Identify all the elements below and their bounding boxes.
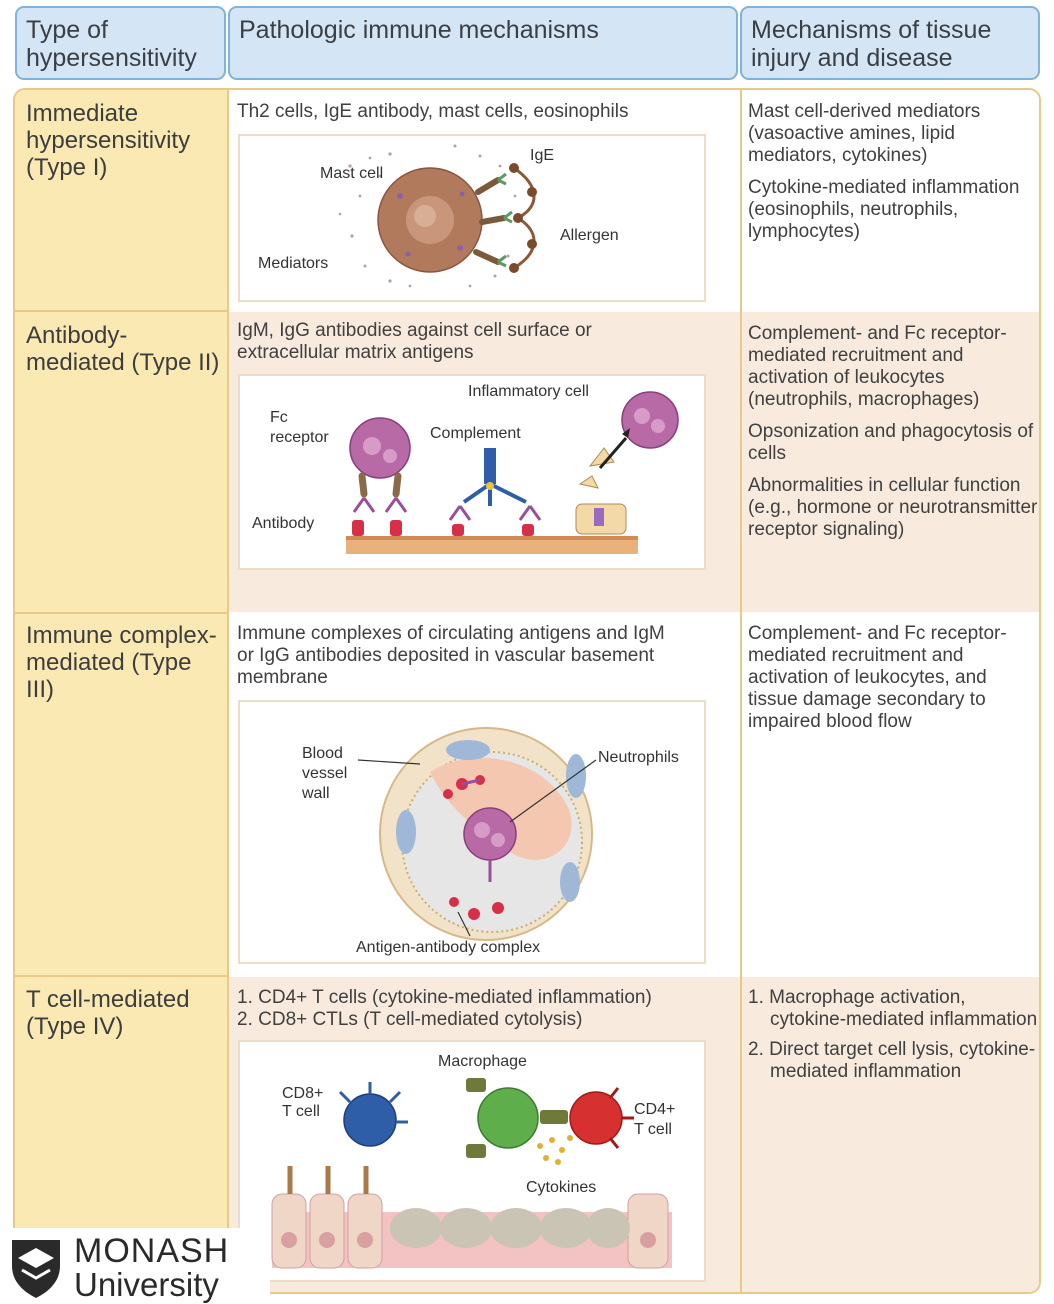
cd4-t-cell bbox=[569, 1091, 623, 1145]
header-injury-label: Mechanisms of tissue injury and disease bbox=[751, 16, 992, 72]
type-i-illustration: Mast cell IgE Allergen Mediators bbox=[238, 134, 706, 302]
type-iv-name: T cell-mediated (Type IV) bbox=[26, 986, 190, 1040]
injury-item: 1. Macrophage activation, cytokine-media… bbox=[748, 987, 1038, 1030]
label-mediators: Mediators bbox=[258, 255, 328, 272]
monash-shield-icon bbox=[12, 1240, 60, 1298]
type-iv-illustration: Macrophage CD8+ T cell CD4+ T cell Cytok… bbox=[238, 1040, 706, 1282]
label-macrophage: Macrophage bbox=[438, 1053, 527, 1070]
label-complement: Complement bbox=[430, 425, 521, 442]
label-inflammatory-cell: Inflammatory cell bbox=[468, 383, 589, 400]
header-mechanisms-label: Pathologic immune mechanisms bbox=[239, 16, 599, 44]
injury-item: Complement- and Fc receptor-mediated rec… bbox=[748, 623, 1007, 732]
header-type-label: Type of hypersensitivity bbox=[26, 16, 197, 72]
label-wall: wall bbox=[301, 785, 330, 802]
label-antibody: Antibody bbox=[252, 515, 314, 532]
type-i-name: Immediate hypersensitivity (Type I) bbox=[26, 100, 191, 181]
type-iii-illustration: Blood vessel wall Neutrophils Antigen-an… bbox=[238, 700, 706, 964]
complement bbox=[484, 448, 496, 484]
column-divider bbox=[740, 90, 742, 1292]
neutrophil bbox=[463, 807, 517, 861]
injury-item: Cytokine-mediated inflammation (eosinoph… bbox=[748, 177, 1020, 242]
monash-logo: MONASH University bbox=[0, 1228, 270, 1304]
mechanism-item: 2. CD8+ CTLs (T cell-mediated cytolysis) bbox=[237, 1009, 583, 1030]
type-ii-injury: Complement- and Fc receptor-mediated rec… bbox=[748, 323, 1038, 551]
type-ii-illustration: Fc receptor Complement Inflammatory cell… bbox=[238, 374, 706, 570]
label-fc: Fc bbox=[270, 409, 288, 426]
injury-item: Abnormalities in cellular function (e.g.… bbox=[748, 475, 1038, 540]
type-iii-injury: Complement- and Fc receptor-mediated rec… bbox=[748, 623, 1038, 743]
injury-item: 2. Direct target cell lysis, cytokine-me… bbox=[748, 1039, 1036, 1082]
hypersensitivity-table: Immediate hypersensitivity (Type I) Anti… bbox=[13, 88, 1041, 1294]
label-allergen: Allergen bbox=[560, 227, 619, 244]
row-divider bbox=[15, 310, 227, 312]
header-type: Type of hypersensitivity bbox=[15, 6, 226, 80]
label-ige: IgE bbox=[530, 147, 554, 164]
header-mechanisms: Pathologic immune mechanisms bbox=[228, 6, 738, 80]
type-ii-name: Antibody-mediated (Type II) bbox=[26, 322, 220, 376]
label-mast-cell: Mast cell bbox=[320, 165, 383, 182]
header-injury: Mechanisms of tissue injury and disease bbox=[740, 6, 1040, 80]
label-neutrophils: Neutrophils bbox=[598, 749, 679, 766]
type-i-injury: Mast cell-derived mediators (vasoactive … bbox=[748, 101, 1038, 253]
type-iv-mechanism: 1. CD4+ T cells (cytokine-mediated infla… bbox=[237, 987, 737, 1031]
cd8-t-cell bbox=[343, 1093, 397, 1147]
type-iii-mechanism: Immune complexes of circulating antigens… bbox=[237, 623, 665, 688]
mechanism-item: 1. CD4+ T cells (cytokine-mediated infla… bbox=[237, 987, 652, 1008]
label-cytokines: Cytokines bbox=[526, 1179, 596, 1196]
label-cd8-tcell: T cell bbox=[282, 1103, 320, 1120]
logo-line1: MONASH bbox=[74, 1232, 230, 1270]
row-divider bbox=[15, 975, 227, 977]
label-cd4-tcell: T cell bbox=[634, 1121, 672, 1138]
type-column bbox=[15, 90, 229, 1292]
label-cd4: CD4+ bbox=[634, 1101, 675, 1118]
type-i-mechanism: Th2 cells, IgE antibody, mast cells, eos… bbox=[237, 101, 629, 122]
injury-item: Opsonization and phagocytosis of cells bbox=[748, 421, 1034, 464]
macrophage bbox=[477, 1087, 539, 1149]
label-antigen-antibody-complex: Antigen-antibody complex bbox=[356, 939, 540, 956]
label-vessel: vessel bbox=[302, 765, 347, 782]
label-blood: Blood bbox=[302, 745, 343, 762]
row-divider bbox=[15, 612, 227, 614]
logo-line2: University bbox=[74, 1266, 219, 1303]
type-iv-injury: 1. Macrophage activation, cytokine-media… bbox=[748, 987, 1038, 1091]
injury-item: Complement- and Fc receptor-mediated rec… bbox=[748, 323, 1007, 410]
label-cd8: CD8+ bbox=[282, 1085, 323, 1102]
injury-item: Mast cell-derived mediators (vasoactive … bbox=[748, 101, 981, 166]
label-receptor: receptor bbox=[270, 429, 329, 446]
type-iii-name: Immune complex-mediated (Type III) bbox=[26, 622, 217, 703]
type-ii-mechanism: IgM, IgG antibodies against cell surface… bbox=[237, 320, 592, 363]
inflammatory-cell bbox=[621, 391, 679, 449]
